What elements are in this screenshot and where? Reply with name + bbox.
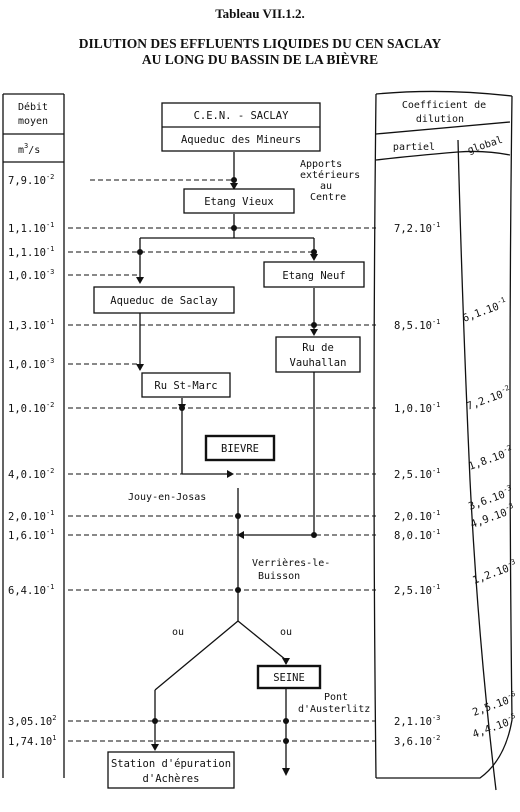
station-label-1: Station d'épuration: [111, 758, 231, 770]
left-header-moyen: moyen: [18, 116, 48, 127]
partial-coefficient: 2,1.10-3: [394, 714, 440, 728]
global-coefficient: 7,2.10-2: [464, 384, 512, 413]
apports-label-4: Centre: [310, 192, 346, 203]
pont-label-1: Pont: [324, 692, 348, 703]
etang-neuf-box: Etang Neuf: [263, 261, 365, 288]
right-header-line-2: dilution: [416, 114, 464, 125]
partial-coefficient: 2,5.10-1: [394, 583, 440, 597]
ru-vauhallan-label-1: Ru de: [302, 342, 334, 354]
apports-label-2: extérieurs: [300, 169, 360, 181]
flow-value: 1,0.10-3: [8, 357, 54, 371]
global-coefficient: 6,1.10-1: [460, 296, 508, 325]
partial-coefficient: 3,6.10-2: [394, 734, 440, 748]
flow-value: 3,05.102: [8, 714, 56, 728]
flow-value: 1,0.10-2: [8, 401, 54, 415]
flow-value: 1,74.101: [8, 734, 56, 748]
dashed-leaders: [68, 179, 376, 742]
apports-label-1: Apports: [300, 159, 342, 170]
station-box: Station d'épuration d'Achères: [107, 751, 235, 789]
table-number: Tableau VII.1.2.: [215, 6, 305, 21]
partial-coefficient: 8,5.10-1: [394, 318, 440, 332]
verrieres-label-2: Buisson: [258, 571, 300, 582]
aqueduc-saclay-box: Aqueduc de Saclay: [93, 286, 235, 314]
left-header-unit: m3/s: [18, 142, 40, 156]
jouy-label: Jouy-en-Josas: [128, 492, 206, 503]
flow-value: 1,6.10-1: [8, 528, 54, 542]
flow-value: 6,4.10-1: [8, 583, 54, 597]
station-label-2: d'Achères: [143, 773, 200, 785]
junction-dots: [137, 177, 317, 744]
ou-left-label: ou: [172, 627, 184, 638]
bievre-label: BIEVRE: [221, 443, 259, 455]
ru-vauhallan-box: Ru de Vauhallan: [275, 336, 361, 373]
ru-vauhallan-label-2: Vauhallan: [290, 357, 347, 369]
partial-coefficients: 7,2.10-1 8,5.10-1 1,0.10-1 2,5.10-1 2,0.10-1…: [394, 221, 440, 748]
ru-st-marc-box: Ru St-Marc: [141, 372, 231, 398]
global-coefficient: 1,8.10-2: [466, 444, 514, 473]
title-line-2: AU LONG DU BASSIN DE LA BIÈVRE: [142, 52, 378, 67]
aqueduc-mineurs-label: Aqueduc des Mineurs: [181, 134, 301, 146]
global-coefficient: 1,2.10-3: [470, 558, 518, 587]
partial-coefficient: 8,0.10-1: [394, 528, 440, 542]
flow-value: 1,1.10-1: [8, 221, 54, 235]
ru-st-marc-label: Ru St-Marc: [154, 380, 217, 392]
left-header-debit: Débit: [18, 101, 48, 113]
seine-label: SEINE: [273, 672, 305, 684]
verrieres-label-1: Verrières-le-: [252, 557, 330, 569]
title-line-1: DILUTION DES EFFLUENTS LIQUIDES DU CEN S…: [79, 36, 442, 51]
partial-coefficient: 7,2.10-1: [394, 221, 440, 235]
pont-label-2: d'Austerlitz: [298, 704, 370, 715]
arrowheads: [136, 183, 318, 776]
flow-value: 2,0.10-1: [8, 509, 54, 523]
flow-value: 4,0.10-2: [8, 467, 54, 481]
aqueduc-saclay-label: Aqueduc de Saclay: [110, 295, 217, 307]
partial-coefficient: 1,0.10-1: [394, 401, 440, 415]
etang-vieux-label: Etang Vieux: [204, 196, 274, 208]
cen-saclay-label: C.E.N. - SACLAY: [194, 110, 290, 122]
ou-right-label: ou: [280, 627, 292, 638]
flow-value: 1,0.10-3: [8, 268, 54, 282]
flow-value: 7,9.10-2: [8, 173, 54, 187]
apports-label-3: au: [320, 181, 332, 192]
right-header-partiel: partiel: [393, 142, 435, 153]
bievre-box: BIEVRE: [204, 434, 276, 462]
etang-neuf-label: Etang Neuf: [282, 270, 345, 282]
seine-box: SEINE: [256, 664, 322, 690]
partial-coefficient: 2,0.10-1: [394, 509, 440, 523]
flow-values: 7,9.10-2 1,1.10-1 1,1.10-1 1,0.10-3 1,3.10-1…: [8, 173, 56, 748]
flow-value: 1,1.10-1: [8, 245, 54, 259]
left-column-frame: [2, 93, 65, 778]
right-header-line-1: Coefficient de: [402, 100, 486, 111]
partial-coefficient: 2,5.10-1: [394, 467, 440, 481]
cen-saclay-box: C.E.N. - SACLAY Aqueduc des Mineurs: [161, 102, 321, 152]
etang-vieux-box: Etang Vieux: [183, 188, 295, 214]
flow-value: 1,3.10-1: [8, 318, 54, 332]
right-column-frame: [373, 90, 513, 791]
